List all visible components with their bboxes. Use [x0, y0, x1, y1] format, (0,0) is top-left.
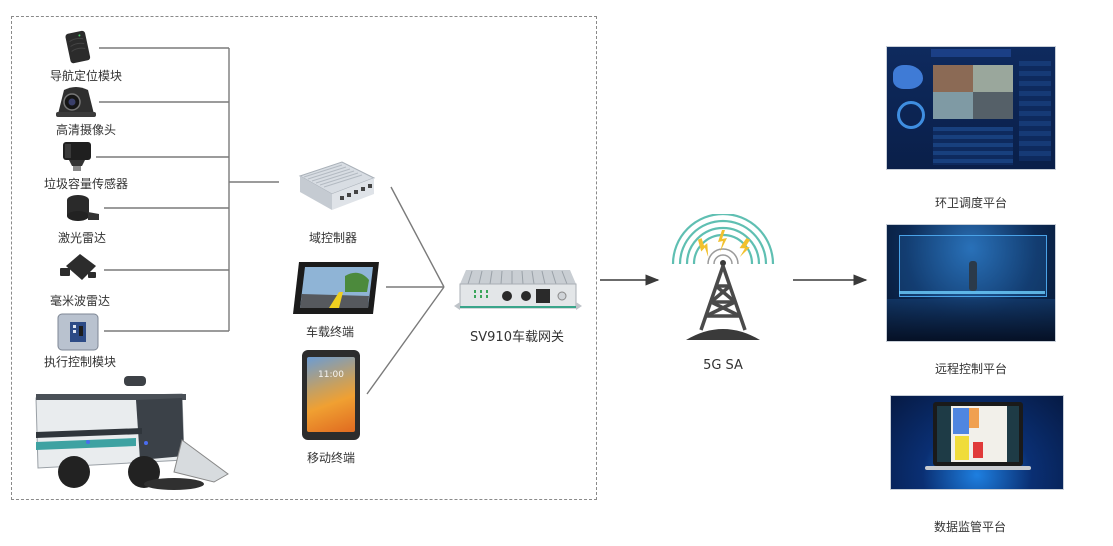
gnss-module-icon — [65, 30, 91, 64]
mobile-to-gateway — [366, 286, 445, 395]
lidar-icon — [67, 195, 99, 221]
terminal-label: 车载终端 — [305, 325, 355, 339]
sensor-label: 垃圾容量传感器 — [43, 177, 129, 191]
capacity-sensor-icon — [63, 142, 91, 171]
data-supervision-platform-screenshot — [890, 395, 1064, 490]
sensor-label: 导航定位模块 — [49, 69, 123, 83]
mobile-screen-clock: 11:00 — [318, 370, 344, 380]
terminal-label: 移动终端 — [306, 451, 356, 465]
mmwave-radar-icon — [60, 254, 96, 280]
dispatch-platform-screenshot — [886, 46, 1056, 170]
mobile-terminal-icon: 11:00 — [302, 350, 360, 440]
network-label: 5G SA — [703, 358, 743, 373]
platform-label: 环卫调度平台 — [934, 196, 1008, 210]
sensor-label: 高清摄像头 — [55, 123, 117, 137]
gateway-label: SV910车载网关 — [470, 330, 564, 345]
5g-tower-icon — [671, 214, 775, 340]
actuator-control-module-icon — [57, 313, 99, 351]
sweeper-vehicle-icon — [35, 376, 229, 490]
vehicle-boundary — [11, 16, 597, 500]
domain-controller-icon — [298, 161, 376, 210]
terminal-label: 域控制器 — [308, 231, 358, 245]
controller-to-gateway — [390, 186, 445, 288]
sensor-label: 毫米波雷达 — [49, 294, 111, 308]
sensor-label: 激光雷达 — [57, 231, 107, 245]
gateway-icon — [454, 270, 582, 310]
remote-control-platform-screenshot — [886, 224, 1056, 342]
hd-camera-icon — [56, 87, 96, 117]
sensor-label: 执行控制模块 — [43, 355, 117, 369]
vehicle-terminal-icon — [293, 262, 379, 314]
platform-label: 远程控制平台 — [934, 362, 1008, 376]
platform-label: 数据监管平台 — [933, 520, 1007, 534]
